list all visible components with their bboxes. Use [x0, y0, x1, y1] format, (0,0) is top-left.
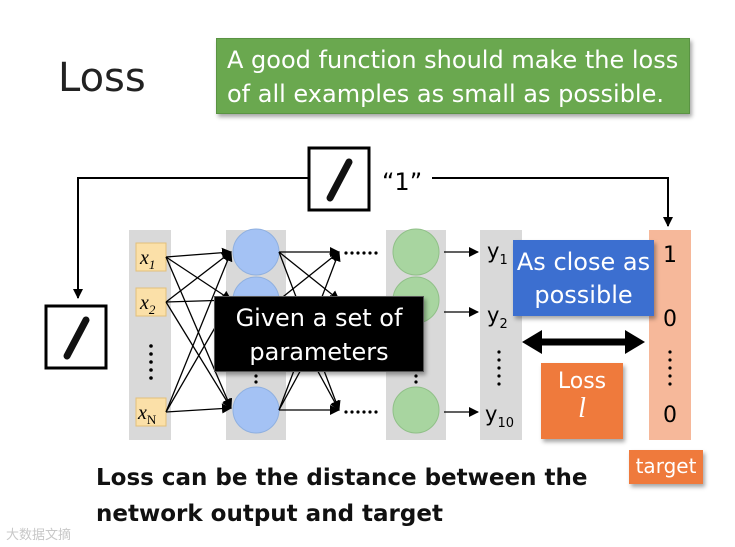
input-tag-1: [135, 242, 167, 272]
loss-symbol: l: [578, 393, 586, 424]
digit-image-left: [44, 304, 108, 370]
last-layer-node-3: [392, 386, 440, 434]
target-value-1: 1: [663, 243, 677, 268]
as-close-as-possible-box: As close as possible: [513, 240, 654, 316]
label-feedback-lines: [73, 177, 673, 299]
distance-arrow: [522, 330, 645, 354]
bottom-caption-line-1: Loss can be the distance between the: [96, 465, 588, 491]
target-label: target: [629, 450, 703, 484]
note-box: A good function should make the loss of …: [216, 38, 690, 114]
bottom-caption: Loss can be the distance between the net…: [96, 460, 587, 532]
target-column: [649, 230, 691, 440]
last-layer-node-1: [392, 228, 440, 276]
loss-box: Loss l: [541, 363, 623, 439]
label-quote: “1”: [382, 168, 422, 196]
page-title: Loss: [58, 55, 146, 101]
hidden-node-1: [232, 228, 280, 276]
layer-dots-top: [344, 251, 378, 255]
output-arrows: [444, 247, 479, 417]
target-value-2: 0: [663, 307, 677, 332]
input-label-1: x1: [139, 247, 155, 272]
input-dots: [149, 344, 153, 380]
digit-image-top: [307, 146, 371, 212]
output-label-10: y10: [485, 402, 514, 431]
input-tag-2: [135, 287, 167, 317]
input-tag-n: [135, 397, 167, 427]
hidden-node-3: [232, 386, 280, 434]
output-label-2: y2: [487, 303, 508, 332]
output-dots: [497, 350, 501, 386]
layer-dots-bottom: [344, 410, 378, 414]
input-label-2: x2: [139, 292, 156, 317]
watermark: 大数据文摘: [6, 528, 72, 543]
target-value-3: 0: [663, 403, 677, 428]
target-dots: [668, 350, 672, 386]
given-parameters-box: Given a set of parameters: [214, 296, 424, 372]
bottom-caption-line-2: network output and target: [96, 501, 443, 527]
output-label-1: y1: [487, 239, 508, 268]
loss-box-label: Loss: [557, 369, 607, 394]
input-label-n: xN: [137, 402, 157, 427]
